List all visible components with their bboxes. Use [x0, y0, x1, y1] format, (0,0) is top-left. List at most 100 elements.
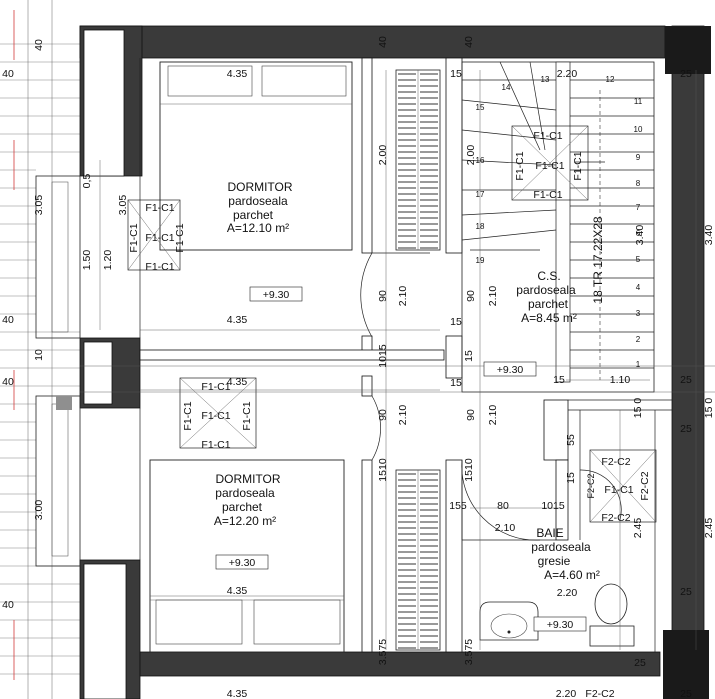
- wardrobe-top: [395, 69, 441, 251]
- step-number: 16: [476, 156, 485, 165]
- dim-label: 2.45: [632, 518, 644, 539]
- dim-label: 4.35: [227, 688, 248, 699]
- dim-label: 1.20: [102, 250, 114, 271]
- room-name: DORMITOR: [215, 472, 280, 486]
- dim-label: 90: [377, 409, 389, 421]
- dim-label: 4.35: [227, 68, 248, 80]
- dim-label: 4.35: [227, 376, 248, 388]
- room-finish: parchet: [222, 500, 263, 514]
- room-area: A=4.60 m²: [544, 568, 600, 582]
- room-label-bottom-bedroom: DORMITOR pardoseala parchet A=12.20 m² +…: [214, 472, 281, 569]
- walls: [35, 25, 711, 699]
- dim-label: 25: [680, 586, 692, 598]
- fixture-label: F1-C1: [145, 232, 174, 244]
- bed-bottom: [149, 459, 345, 653]
- dimension-lines: [80, 70, 715, 650]
- dim-label: 1015: [377, 344, 389, 368]
- dim-label: 40: [2, 314, 14, 326]
- dim-label: 2.10: [397, 405, 409, 426]
- step-number: 12: [606, 75, 615, 84]
- dim-label: 25: [680, 423, 692, 435]
- dim-label: 15: [553, 374, 565, 386]
- room-label-top-bedroom: DORMITOR pardoseala parchet A=12.10 m² +…: [227, 180, 293, 301]
- dim-label: 15: [450, 68, 462, 80]
- room-floor: pardoseala: [215, 486, 275, 500]
- fixture-label: F1-C1: [145, 202, 174, 214]
- fixture-label: F1-C1: [533, 189, 562, 201]
- room-level: +9.30: [547, 619, 574, 631]
- fixture-label: F1-C1: [201, 410, 230, 422]
- stair-step-numbers: 1 2 3 4 5 6 7 8 9 10 11 12 13 14 15 16 1…: [476, 75, 643, 369]
- fixture-labels: F1-C1 F1-C1 F1-C1 F1-C1 F1-C1 F1-C1 F1-C…: [128, 130, 651, 699]
- fixture-label: F2-C2: [639, 471, 651, 500]
- dim-label: 25: [680, 374, 692, 386]
- step-number: 10: [634, 125, 643, 134]
- step-number: 18: [476, 222, 485, 231]
- step-number: 8: [636, 179, 641, 188]
- step-number: 14: [502, 83, 511, 92]
- room-area: A=12.20 m²: [214, 514, 276, 528]
- bed-top: [159, 61, 353, 251]
- room-finish: parchet: [528, 297, 569, 311]
- light-fixture-stairwell: [511, 125, 589, 201]
- room-name: DORMITOR: [227, 180, 292, 194]
- step-number: 19: [476, 256, 485, 265]
- fixture-label: F1-C1: [128, 223, 140, 252]
- room-floor: pardoseala: [531, 540, 591, 554]
- fixture-label: F1-C1: [514, 151, 526, 180]
- toilet: [589, 583, 635, 647]
- room-label-bathroom: BAIE pardoseala gresie A=4.60 m² +9.30: [531, 526, 600, 631]
- step-number: 13: [541, 75, 550, 84]
- level-marker-top-bedroom: [249, 286, 303, 302]
- dim-label: 25: [680, 688, 692, 699]
- dim-label: 40: [463, 36, 475, 48]
- dim-label: 3.05: [33, 195, 45, 216]
- room-finish: parchet: [233, 208, 274, 222]
- fixture-label: F2-C2: [585, 688, 614, 699]
- dim-label: 2.10: [487, 286, 499, 307]
- room-name: C.S.: [537, 269, 560, 283]
- fixture-label: F2-C2: [586, 473, 596, 498]
- fixture-label: F1-C1: [241, 401, 253, 430]
- fixture-label: F1-C1: [182, 401, 194, 430]
- dim-label: 15: [463, 350, 475, 362]
- step-number: 5: [636, 255, 641, 264]
- fixture-label: F2-C2: [601, 512, 630, 524]
- dim-label: 40: [2, 599, 14, 611]
- room-level: +9.30: [497, 364, 524, 376]
- dim-label: 3.575: [377, 639, 389, 665]
- dim-label: 3.40: [634, 225, 646, 246]
- dim-label: 1510: [463, 458, 475, 482]
- partitions: [139, 57, 672, 653]
- light-fixture-top-bedroom: [127, 199, 181, 271]
- room-area: A=8.45 m²: [521, 311, 577, 325]
- fixture-label: F1-C1: [604, 484, 633, 496]
- dim-label: 40: [377, 36, 389, 48]
- step-number: 9: [636, 153, 641, 162]
- step-number: 4: [636, 283, 641, 292]
- doors: [360, 252, 622, 541]
- dimension-labels: 4.35 4.35 4.35 4.35 4.35 2.20 2.20 2.20 …: [2, 36, 715, 699]
- dim-label: 15: [565, 472, 577, 484]
- room-finish: gresie: [538, 554, 571, 568]
- step-number: 3: [636, 309, 641, 318]
- room-level: +9.30: [229, 557, 256, 569]
- step-number: 2: [636, 335, 641, 344]
- dim-label: 25: [680, 68, 692, 80]
- room-name: BAIE: [536, 526, 563, 540]
- step-number: 11: [634, 97, 643, 106]
- dim-label: 0,5: [81, 174, 93, 189]
- level-marker-hall: [483, 361, 537, 377]
- fixture-label: F1-C1: [174, 223, 186, 252]
- fixture-label: F1-C1: [201, 439, 230, 451]
- level-marker-bathroom: [533, 616, 587, 632]
- dim-label: 2.45: [703, 518, 715, 539]
- fixture-label: F1-C1: [533, 130, 562, 142]
- dim-label: 25: [634, 657, 646, 669]
- dim-label: 1510: [377, 458, 389, 482]
- fixture-label: F2-C2: [601, 456, 630, 468]
- dim-label: 90: [465, 409, 477, 421]
- room-level: +9.30: [263, 289, 290, 301]
- light-fixture-bathroom: [589, 449, 657, 523]
